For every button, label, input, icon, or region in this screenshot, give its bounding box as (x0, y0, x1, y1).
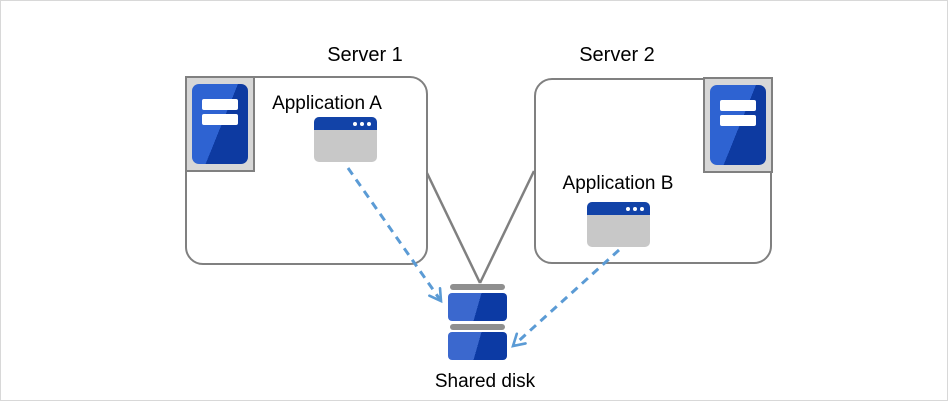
server2-to-disk-line (478, 170, 536, 284)
shared-disk-icon (448, 284, 507, 361)
titlebar-dot (633, 206, 637, 211)
server1-label: Server 1 (327, 44, 403, 66)
disk-unit (448, 332, 507, 360)
app-a-window-icon (314, 117, 377, 162)
server-slot-bar (720, 115, 756, 126)
server-slot-bar (720, 100, 756, 111)
titlebar-dot (360, 121, 364, 126)
server2-label: Server 2 (579, 44, 655, 66)
server2-server-icon (703, 77, 773, 173)
titlebar-dot (626, 206, 630, 211)
server-icon (710, 85, 766, 165)
app-b-label: Application B (562, 173, 674, 194)
disk-top-bar (450, 284, 505, 290)
app-b-window-icon (587, 202, 650, 247)
app-a-label: Application A (272, 93, 382, 114)
titlebar-dot (353, 121, 357, 126)
server-slot-bar (202, 114, 238, 125)
disk-unit (448, 293, 507, 321)
server-icon (192, 84, 248, 164)
app-b-to-disk-arrow (511, 248, 621, 348)
disk-top-bar (450, 324, 505, 330)
server-slot-bar (202, 99, 238, 110)
titlebar-dot (367, 121, 371, 126)
window-titlebar (587, 202, 650, 215)
titlebar-dot (640, 206, 644, 211)
window-titlebar (314, 117, 377, 130)
shared-disk-label: Shared disk (434, 371, 536, 392)
server1-to-disk-line (425, 172, 482, 284)
server1-server-icon (185, 76, 255, 172)
